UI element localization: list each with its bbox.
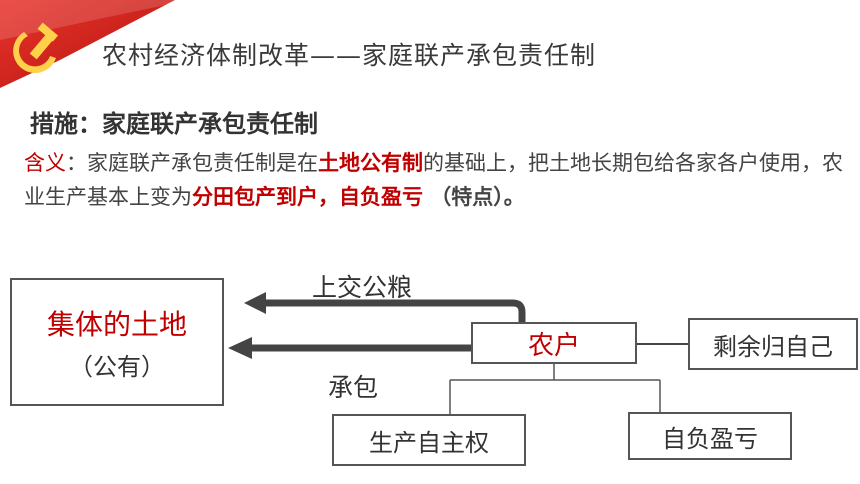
self-responsibility-box: 自负盈亏 — [628, 412, 792, 460]
definition-text-1: 家庭联产承包责任制是在 — [87, 151, 318, 175]
surplus-box: 剩余归自己 — [688, 318, 858, 370]
definition-text-3: （特点）。 — [423, 185, 525, 209]
definition-highlight-household: 分田包产到户，自负盈亏 — [192, 185, 423, 209]
definition-highlight-public-land: 土地公有制 — [318, 151, 423, 175]
party-emblem-icon — [13, 22, 59, 73]
collective-land-box: 集体的土地 （公有） — [10, 278, 224, 406]
corner-decoration — [0, 0, 175, 88]
measure-heading: 措施：家庭联产承包责任制 — [30, 110, 318, 138]
definition-text-2: 的基础上，把土地长期包给各家各户使用，农业生产基本上变为 — [24, 151, 843, 209]
autonomy-box: 生产自主权 — [332, 414, 526, 466]
definition-label: 含义 — [24, 151, 66, 175]
collective-land-subtitle: （公有） — [69, 352, 165, 381]
collective-land-title: 集体的土地 — [46, 307, 187, 341]
definition-colon: ： — [66, 151, 87, 175]
definition-paragraph: 含义：家庭联产承包责任制是在土地公有制的基础上，把土地长期包给各家各户使用，农业… — [24, 146, 844, 214]
contract-arrow-head — [228, 337, 252, 359]
grain-arrow-head — [244, 292, 266, 314]
page-title: 农村经济体制改革——家庭联产承包责任制 — [102, 41, 597, 70]
grain-arrow — [262, 299, 526, 322]
contract-label: 承包 — [328, 373, 379, 402]
grain-label: 上交公粮 — [312, 273, 413, 302]
farmer-box: 农户 — [471, 322, 637, 364]
